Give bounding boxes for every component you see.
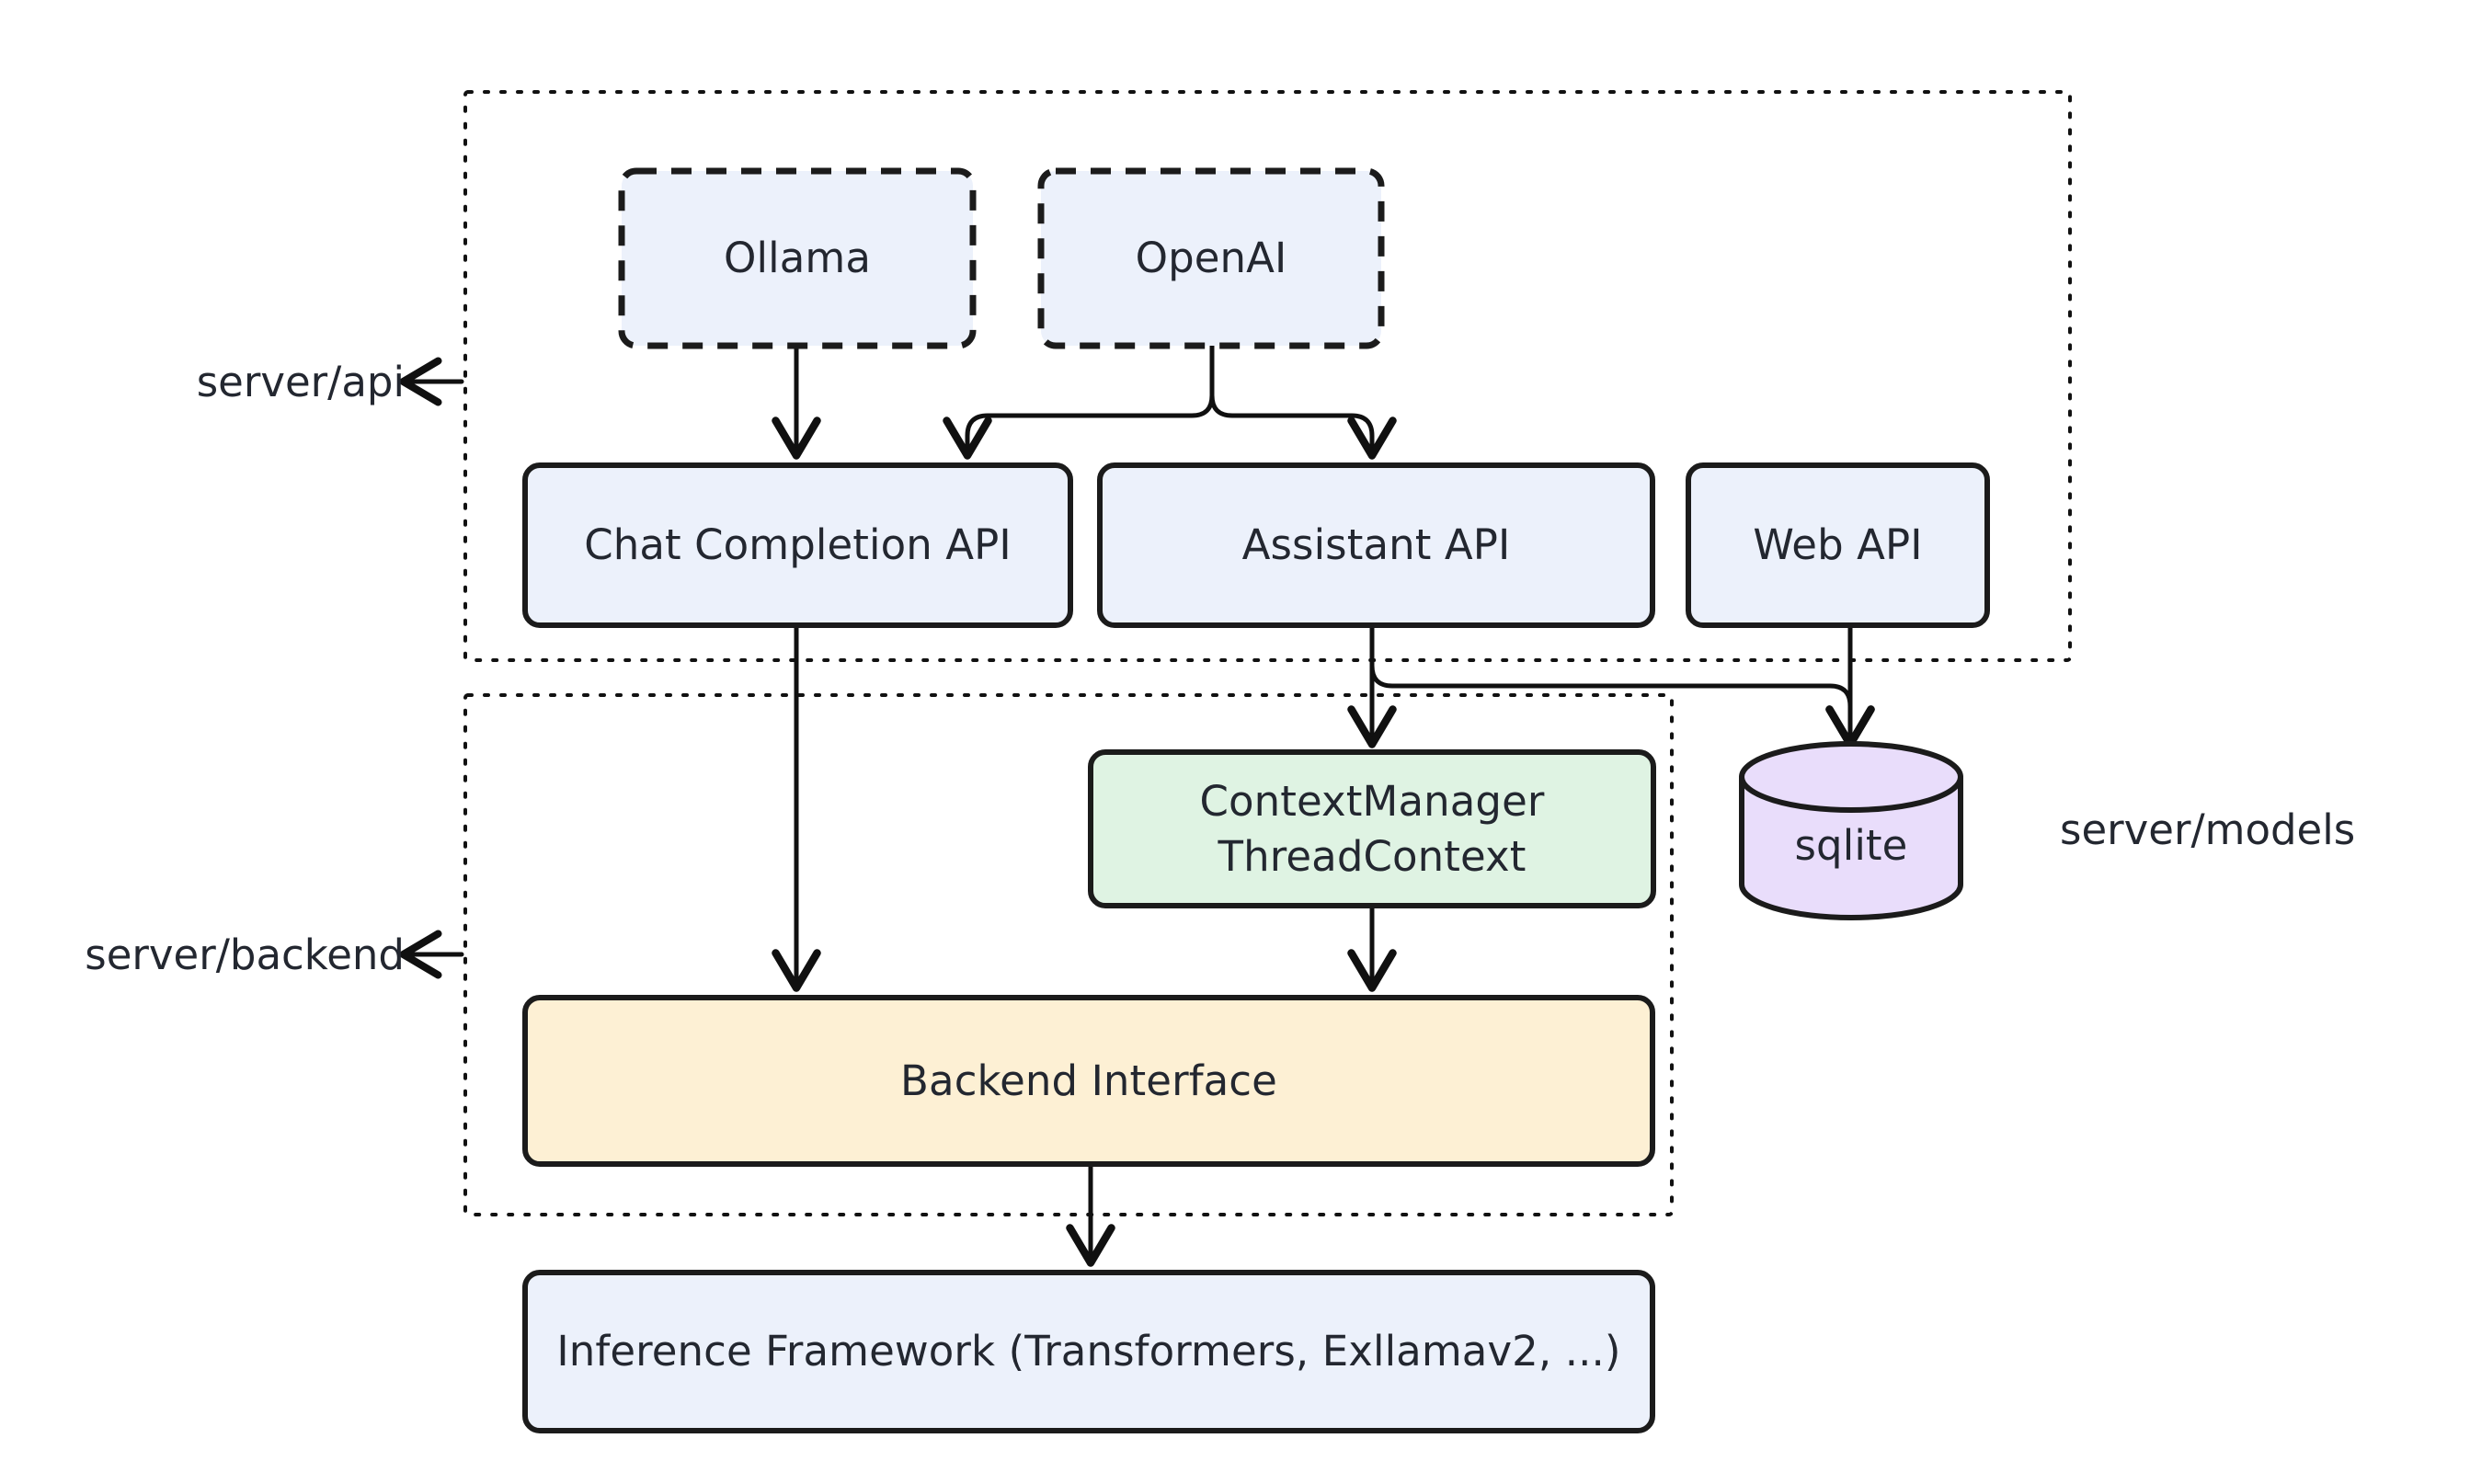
node-openai[interactable] [1037,167,1385,349]
node-context-manager-thread-context[interactable] [1088,749,1656,908]
node-sqlite-database[interactable] [1739,741,1963,920]
node-inference-framework[interactable] [522,1270,1655,1433]
node-web-api[interactable] [1686,462,1990,628]
group-label-server-models: server/models [2060,805,2356,854]
edge-openai-to-assistant-api [1209,343,1397,460]
group-label-server-backend: server/backend [85,930,405,979]
node-assistant-api[interactable] [1097,462,1655,628]
group-label-server-api: server/api [196,357,405,406]
node-backend-interface[interactable] [522,995,1655,1167]
edge-assistant-api-to-sqlite [1369,622,1875,748]
node-chat-completion-api[interactable] [522,462,1073,628]
group-container-server-api [463,90,2072,662]
node-ollama[interactable] [618,167,977,349]
group-container-server-backend [463,693,1674,1216]
edge-openai-to-chat-api [943,343,1215,460]
